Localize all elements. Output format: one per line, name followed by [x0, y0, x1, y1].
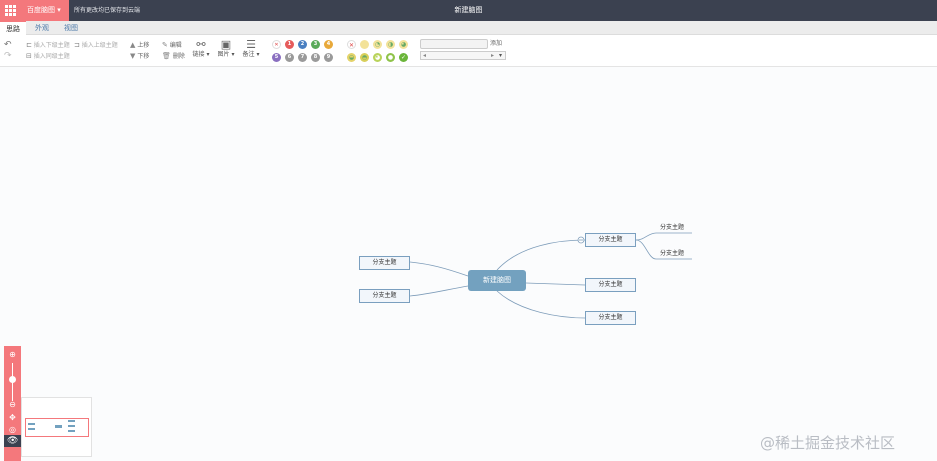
link-label: 链接: [192, 51, 205, 58]
move-down-label: 下移: [137, 53, 150, 60]
save-status: 所有更改均已保存到云端: [74, 7, 141, 14]
tab-view[interactable]: 视图: [64, 24, 78, 32]
navigator-minimap[interactable]: [21, 397, 92, 457]
note-button[interactable]: ☰备注 ▾: [240, 39, 262, 59]
remove-priority-icon[interactable]: ✕: [272, 40, 281, 49]
eye-icon: 👁: [7, 436, 19, 446]
delete-label: 删除: [172, 53, 185, 60]
zoom-out-icon[interactable]: ⊖: [9, 400, 16, 409]
insert-parent-icon: ⊐: [74, 41, 80, 49]
remove-progress-icon[interactable]: ✕: [347, 40, 356, 49]
link-icon: ⚯: [196, 38, 206, 51]
navigator-toggle[interactable]: 👁: [4, 435, 21, 447]
note-label: 备注: [242, 51, 255, 58]
tab-bar: 思路 外观 视图: [0, 21, 937, 35]
insert-sibling-button[interactable]: ⊟ 插入同级主题: [26, 52, 70, 61]
root-node[interactable]: 新建脑图: [468, 270, 526, 291]
branch-node-2[interactable]: 分支主题: [585, 278, 636, 292]
insert-parent-button[interactable]: ⊐ 插入上级主题: [74, 41, 118, 50]
priority-4[interactable]: 4: [324, 40, 333, 49]
priority-3[interactable]: 3: [311, 40, 320, 49]
brand-label: 百度脑图: [27, 6, 55, 14]
minimap-preview: [28, 420, 75, 432]
resource-input[interactable]: [420, 39, 488, 49]
connector-branch-2: [525, 282, 586, 286]
branch-node-5[interactable]: 分支主题: [359, 289, 410, 303]
undo-icon[interactable]: ↶: [4, 40, 12, 50]
top-bar: 百度脑图 ▾ 所有更改均已保存到云端 新建脑图: [0, 0, 937, 21]
brand-menu-button[interactable]: 百度脑图 ▾: [21, 0, 69, 21]
image-label: 图片: [217, 51, 230, 58]
progress-7-icon[interactable]: ●: [386, 53, 395, 62]
edit-button[interactable]: ✎ 编辑: [162, 41, 182, 50]
progress-3-icon[interactable]: ◕: [399, 40, 408, 49]
progress-0-icon[interactable]: [360, 40, 369, 49]
priority-5[interactable]: 5: [272, 53, 281, 62]
branch-node-3[interactable]: 分支主题: [585, 311, 636, 325]
insert-sibling-label: 插入同级主题: [33, 53, 70, 60]
move-canvas-icon[interactable]: ✥: [9, 413, 16, 422]
insert-child-label: 插入下级主题: [33, 42, 70, 49]
connector-branch-5: [409, 285, 469, 297]
insert-child-button[interactable]: ⊏ 插入下级主题: [26, 41, 70, 50]
priority-9[interactable]: 9: [324, 53, 333, 62]
leaf-node-2[interactable]: 分支主题: [660, 250, 685, 257]
zoom-bar: ⊕ ⊖ ✥ ◎ 👁: [4, 346, 21, 461]
zoom-slider-handle[interactable]: [9, 376, 16, 383]
connector-branch-4: [409, 261, 469, 277]
redo-icon[interactable]: ↷: [4, 51, 12, 61]
progress-6-icon[interactable]: ◕: [373, 53, 382, 62]
arrow-down-icon: ▼: [130, 52, 136, 60]
delete-button[interactable]: 🗑 删除: [162, 52, 185, 61]
scroll-right-icon[interactable]: ▸: [491, 52, 495, 59]
priority-1[interactable]: 1: [285, 40, 294, 49]
move-up-label: 上移: [137, 42, 150, 49]
link-button[interactable]: ⚯链接 ▾: [190, 39, 212, 59]
arrow-up-icon: ▲: [130, 41, 136, 49]
connector-branch-1: [496, 239, 586, 271]
add-resource-button[interactable]: 添加: [490, 40, 503, 47]
insert-child-icon: ⊏: [26, 41, 32, 49]
connector-leaf-1: [635, 232, 692, 241]
priority-6[interactable]: 6: [285, 53, 294, 62]
move-down-button[interactable]: ▼ 下移: [130, 52, 149, 61]
branch-node-4[interactable]: 分支主题: [359, 256, 410, 270]
progress-5-icon[interactable]: ◓: [360, 53, 369, 62]
apps-grid-icon[interactable]: [0, 0, 21, 21]
priority-7[interactable]: 7: [298, 53, 307, 62]
caret-down-icon: ▾: [57, 6, 61, 14]
document-title[interactable]: 新建脑图: [454, 6, 483, 14]
progress-done-icon[interactable]: ✓: [399, 53, 408, 62]
edit-label: 编辑: [169, 42, 182, 49]
insert-parent-label: 插入上级主题: [81, 42, 118, 49]
zoom-in-icon[interactable]: ⊕: [9, 350, 16, 359]
progress-4-icon[interactable]: ◒: [347, 53, 356, 62]
note-icon: ☰: [246, 38, 256, 51]
tab-idea[interactable]: 思路: [0, 21, 26, 35]
pencil-icon: ✎: [162, 41, 168, 49]
branch-node-1[interactable]: 分支主题: [585, 233, 636, 247]
priority-2[interactable]: 2: [298, 40, 307, 49]
viewport-frame[interactable]: [25, 418, 89, 437]
move-up-button[interactable]: ▲ 上移: [130, 41, 149, 50]
image-icon: ▣: [220, 38, 232, 51]
tab-appearance[interactable]: 外观: [35, 24, 49, 32]
watermark: @稀土掘金技术社区: [760, 434, 896, 452]
insert-sibling-icon: ⊟: [26, 52, 32, 60]
trash-icon: 🗑: [162, 52, 171, 60]
toolbar: ↶ ↷ ⊏ 插入下级主题 ⊐ 插入上级主题 ⊟ 插入同级主题 ▲ 上移 ▼ 下移…: [0, 35, 937, 67]
scroll-left-icon[interactable]: ◂: [423, 52, 427, 59]
progress-2-icon[interactable]: ◑: [386, 40, 395, 49]
connector-leaf-2: [635, 239, 692, 260]
leaf-node-1[interactable]: 分支主题: [660, 224, 685, 231]
progress-1-icon[interactable]: ◔: [373, 40, 382, 49]
connector-branch-3: [496, 290, 586, 319]
dropdown-caret-icon[interactable]: ▾: [499, 52, 503, 59]
resource-list[interactable]: ◂ ▸ ▾: [420, 51, 506, 60]
center-view-icon[interactable]: ◎: [9, 425, 16, 434]
priority-8[interactable]: 8: [311, 53, 320, 62]
image-button[interactable]: ▣图片 ▾: [215, 39, 237, 59]
